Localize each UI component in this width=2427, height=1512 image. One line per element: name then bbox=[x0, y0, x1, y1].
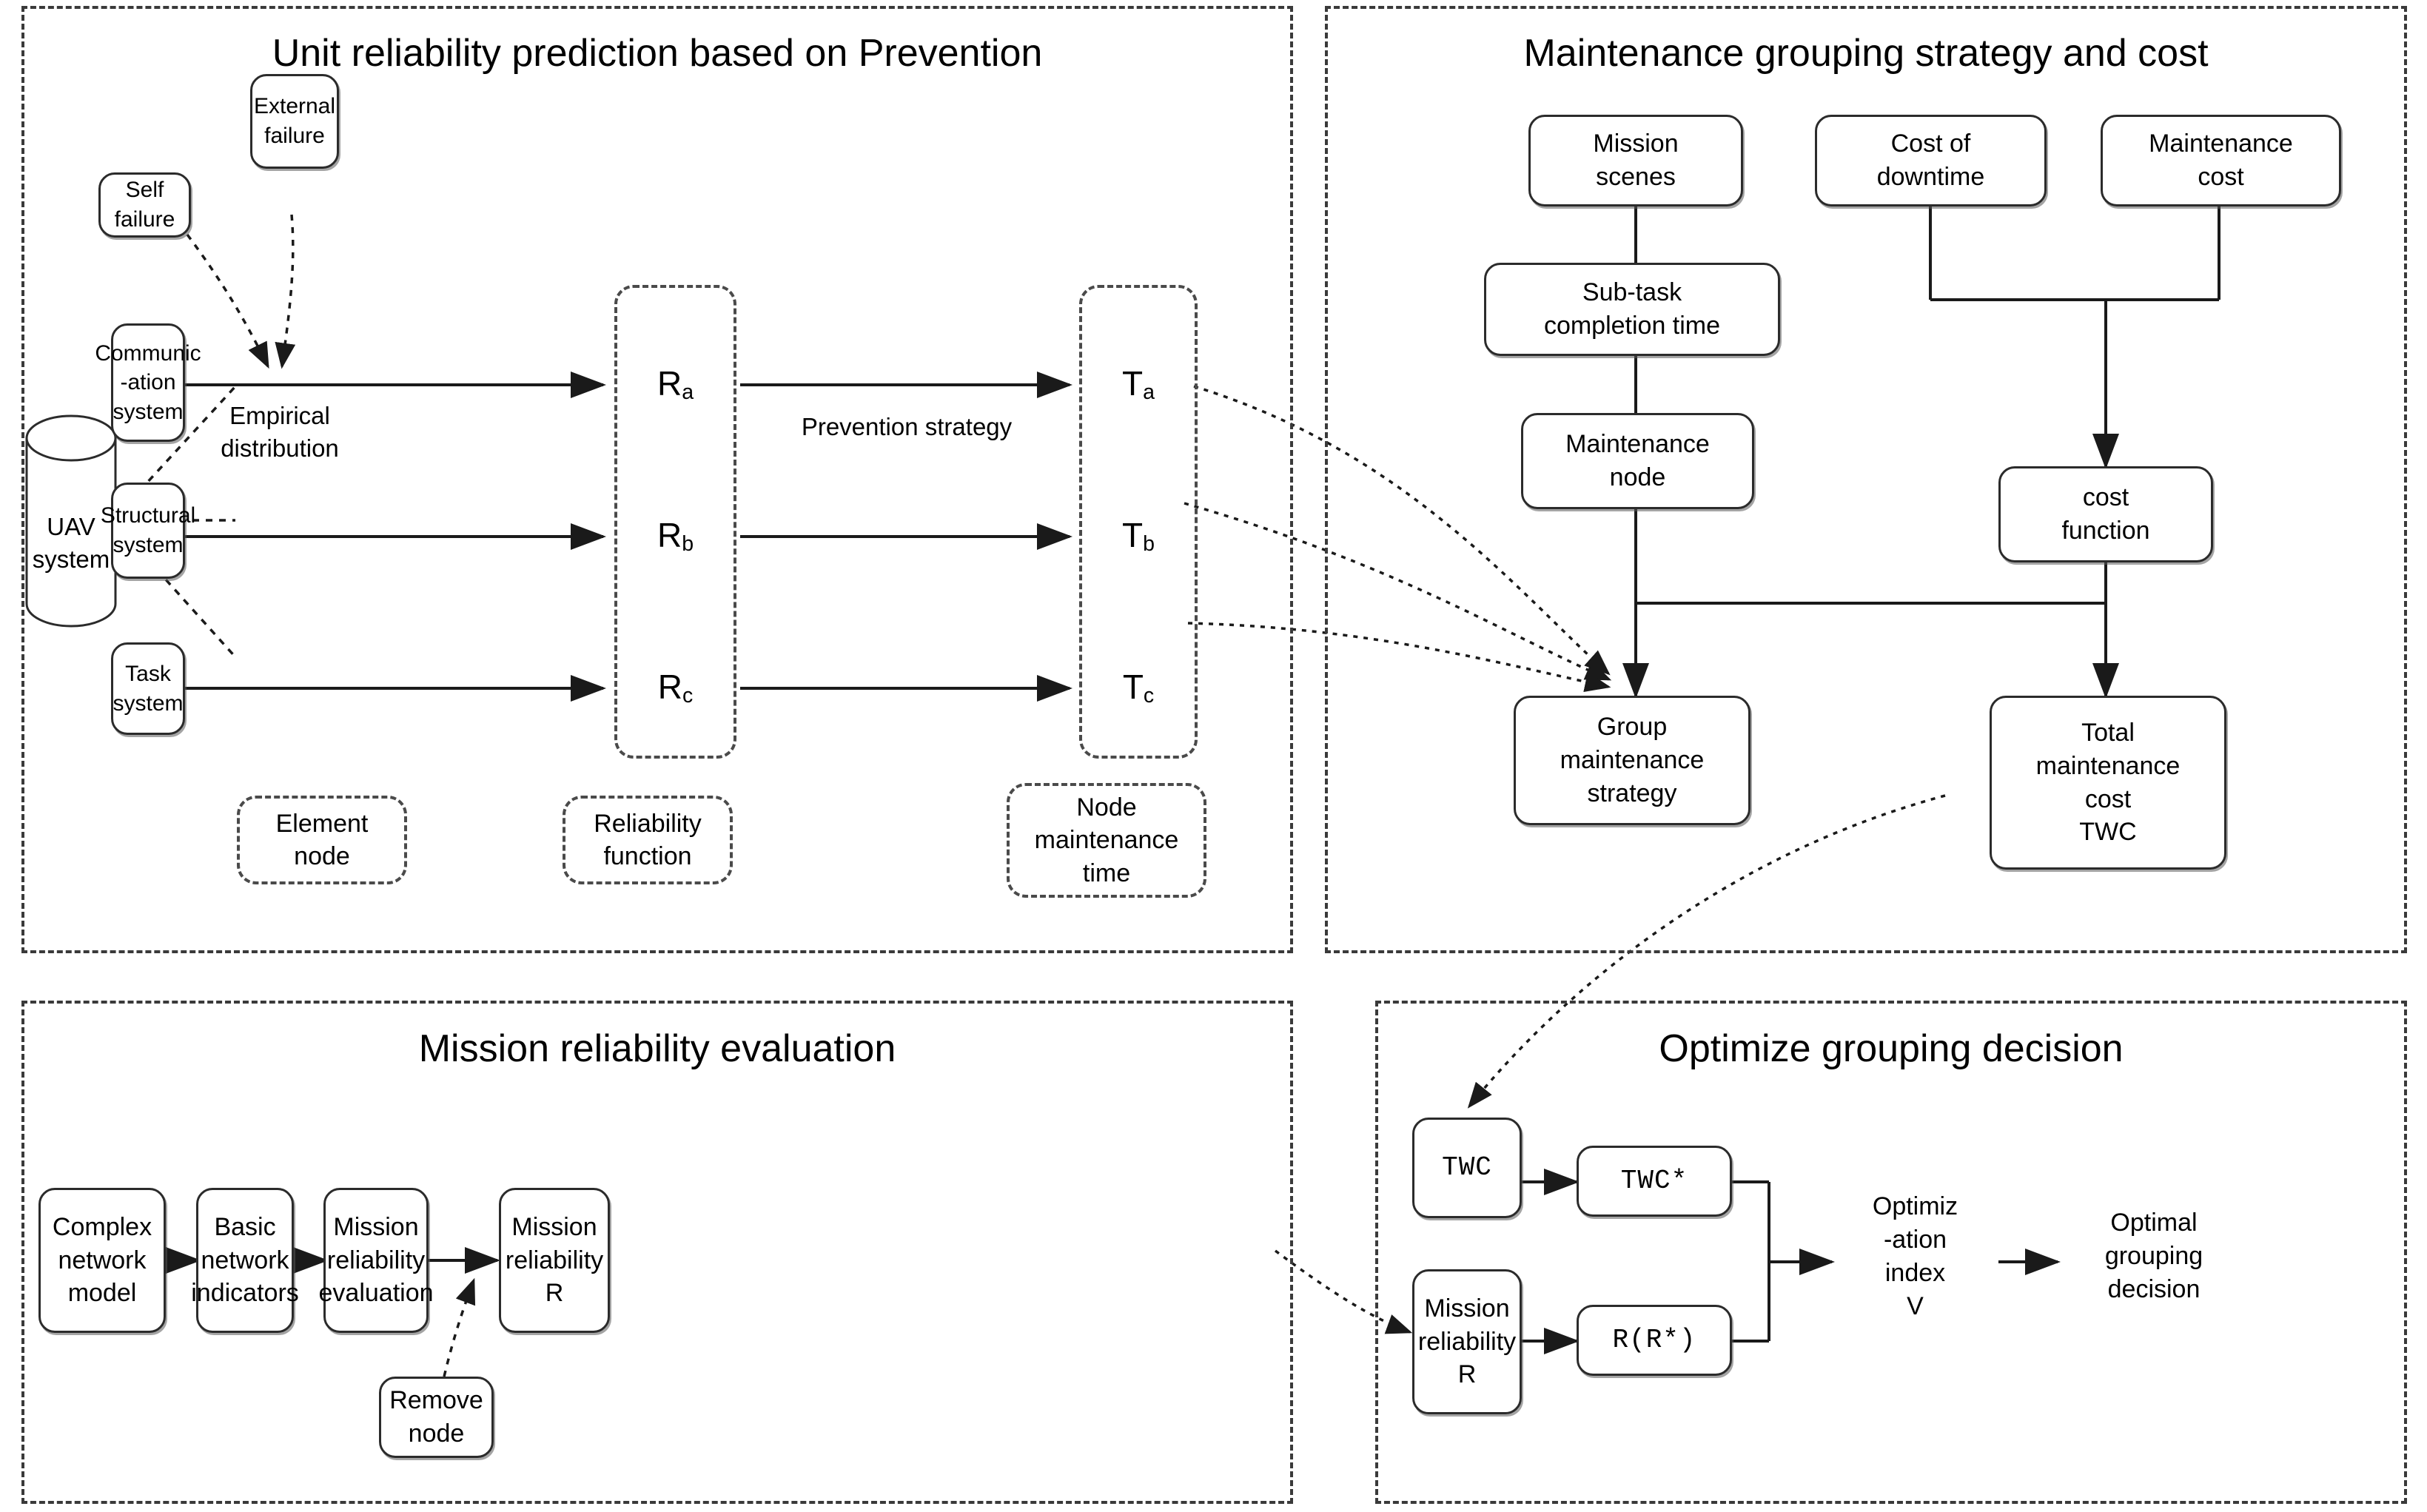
node-mission-reliability-r-p4[interactable]: Mission reliability R bbox=[1412, 1269, 1522, 1414]
node-basic-network-indicators[interactable]: Basic network indicators bbox=[191, 1188, 299, 1333]
node-task-system[interactable]: Task system bbox=[111, 642, 185, 735]
node-twc[interactable]: TWC bbox=[1412, 1118, 1522, 1218]
time-var-Tc: Tc bbox=[1122, 668, 1155, 708]
panel-title-unit-reliability: Unit reliability prediction based on Pre… bbox=[272, 32, 1043, 75]
node-complex-network-model[interactable]: Complex network model bbox=[38, 1188, 166, 1333]
edge-label-empirical-distribution: Empirical distribution bbox=[221, 402, 339, 462]
uav-system-label: UAV system bbox=[32, 513, 110, 573]
panel-maintenance-grouping bbox=[1325, 6, 2407, 953]
panel-title-maintenance-grouping: Maintenance grouping strategy and cost bbox=[1523, 32, 2209, 75]
node-maintenance-node[interactable]: Maintenance node bbox=[1521, 413, 1754, 509]
time-var-Ta: Ta bbox=[1122, 364, 1155, 405]
node-group-maintenance-strategy[interactable]: Group maintenance strategy bbox=[1514, 696, 1750, 825]
panel-optimize-grouping bbox=[1375, 1001, 2407, 1504]
panel-title-optimize-grouping: Optimize grouping decision bbox=[1659, 1027, 2124, 1070]
node-r-of-r-star[interactable]: R(R*) bbox=[1577, 1305, 1732, 1376]
node-total-maintenance-cost[interactable]: Total maintenance cost TWC bbox=[1990, 696, 2226, 870]
node-self-failure[interactable]: Self failure bbox=[98, 172, 191, 238]
edge-label-prevention-strategy: Prevention strategy bbox=[801, 413, 1013, 440]
node-external-failure[interactable]: External failure bbox=[250, 74, 339, 169]
node-structural-system[interactable]: Structural system bbox=[101, 483, 195, 579]
node-mission-reliability-evaluation[interactable]: Mission reliability evaluation bbox=[319, 1188, 434, 1333]
time-var-Tb: Tb bbox=[1122, 516, 1155, 557]
reliability-var-Ra: Ra bbox=[657, 364, 694, 405]
node-remove-node[interactable]: Remove node bbox=[379, 1377, 494, 1458]
node-twc-star[interactable]: TWC* bbox=[1577, 1146, 1732, 1217]
reliability-var-Rb: Rb bbox=[657, 516, 694, 557]
uav-system-cylinder bbox=[19, 414, 123, 629]
panel-mission-reliability bbox=[21, 1001, 1293, 1504]
legend-reliability-function: Reliability function bbox=[563, 796, 733, 884]
label-optimal-grouping-decision: Optimal grouping decision bbox=[2104, 1209, 2203, 1303]
group-node-maintenance-time bbox=[1079, 285, 1198, 759]
node-sub-task-completion-time[interactable]: Sub-task completion time bbox=[1484, 263, 1780, 356]
panel-title-mission-reliability: Mission reliability evaluation bbox=[418, 1027, 896, 1070]
node-mission-scenes[interactable]: Mission scenes bbox=[1528, 115, 1743, 206]
label-optimization-index: Optimiz -ation index V bbox=[1872, 1192, 1958, 1320]
cylinder-shape bbox=[25, 414, 117, 628]
node-mission-reliability-r[interactable]: Mission reliability R bbox=[499, 1188, 610, 1333]
node-cost-of-downtime[interactable]: Cost of downtime bbox=[1815, 115, 2047, 206]
group-reliability-function bbox=[614, 285, 736, 759]
node-communication-system[interactable]: Communic -ation system bbox=[95, 323, 201, 442]
panel-unit-reliability bbox=[21, 6, 1293, 953]
reliability-var-Rc: Rc bbox=[657, 668, 694, 708]
node-cost-function[interactable]: cost function bbox=[1998, 466, 2213, 562]
legend-node-maintenance-time: Node maintenance time bbox=[1007, 783, 1206, 898]
node-maintenance-cost[interactable]: Maintenance cost bbox=[2101, 115, 2341, 206]
legend-element-node: Element node bbox=[237, 796, 407, 884]
